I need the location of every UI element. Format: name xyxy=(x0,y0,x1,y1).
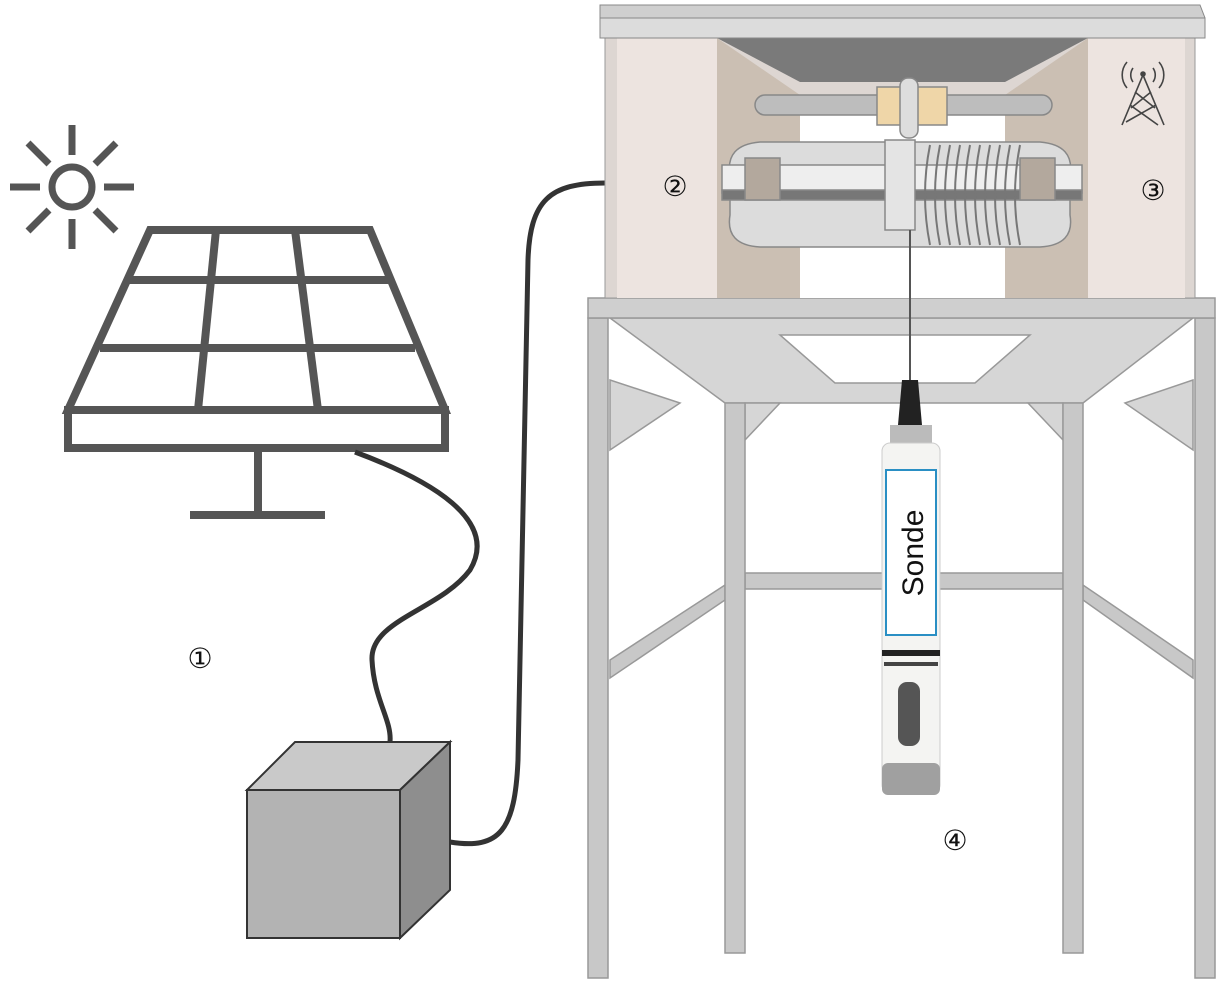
panel-to-battery-cable xyxy=(354,449,480,743)
label-winch-controller: ② xyxy=(662,170,687,203)
battery-box xyxy=(244,739,453,941)
label-power-supply: ① xyxy=(187,642,212,675)
antenna-tower-icon xyxy=(1121,61,1165,126)
stand-frame xyxy=(587,297,1216,979)
sun-icon xyxy=(10,125,134,249)
solar-panel-icon xyxy=(61,226,451,519)
label-sonde: ④ xyxy=(942,824,967,857)
label-telemetry: ③ xyxy=(1140,174,1165,207)
sonde-device: Sonde xyxy=(881,380,941,795)
battery-to-winch-cable xyxy=(449,180,606,847)
sonde-label: Sonde xyxy=(897,510,930,597)
winch-drum xyxy=(721,77,1083,248)
